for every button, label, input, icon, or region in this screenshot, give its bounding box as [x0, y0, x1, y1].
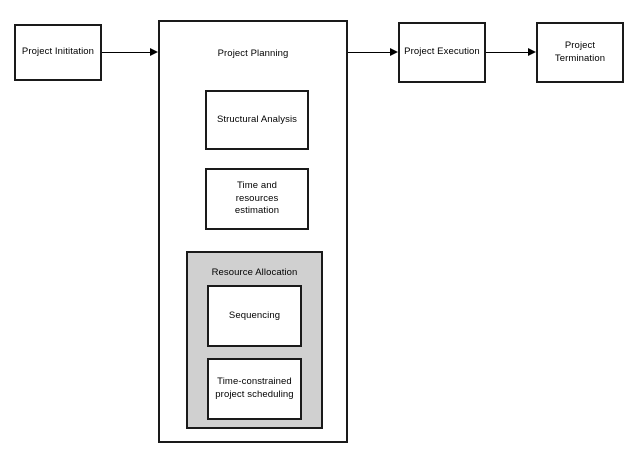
- node-time-and-resources-estimation[interactable]: Time and resources estimation: [205, 168, 309, 230]
- node-project-planning-label: Project Planning: [217, 48, 289, 59]
- node-project-execution[interactable]: Project Execution: [398, 22, 486, 83]
- node-resource-allocation-label: Resource Allocation: [211, 267, 298, 278]
- edge-execution-to-termination-arrowhead: [528, 47, 536, 56]
- node-project-termination[interactable]: Project Termination: [536, 22, 624, 83]
- edge-initiation-to-planning-arrowhead: [150, 47, 158, 56]
- edge-planning-to-execution-arrowhead: [390, 47, 398, 56]
- node-sequencing[interactable]: Sequencing: [207, 285, 302, 347]
- node-project-initiation[interactable]: Project Inititation: [14, 24, 102, 81]
- edge-initiation-to-planning-line: [102, 52, 150, 53]
- edge-planning-to-execution-line: [348, 52, 390, 53]
- node-time-constrained-project-scheduling[interactable]: Time-constrained project scheduling: [207, 358, 302, 420]
- node-structural-analysis[interactable]: Structural Analysis: [205, 90, 309, 150]
- node-project-planning[interactable]: Project Planning Structural Analysis Tim…: [158, 20, 348, 443]
- edge-execution-to-termination-line: [486, 52, 528, 53]
- node-resource-allocation[interactable]: Resource Allocation Sequencing Time-cons…: [186, 251, 323, 429]
